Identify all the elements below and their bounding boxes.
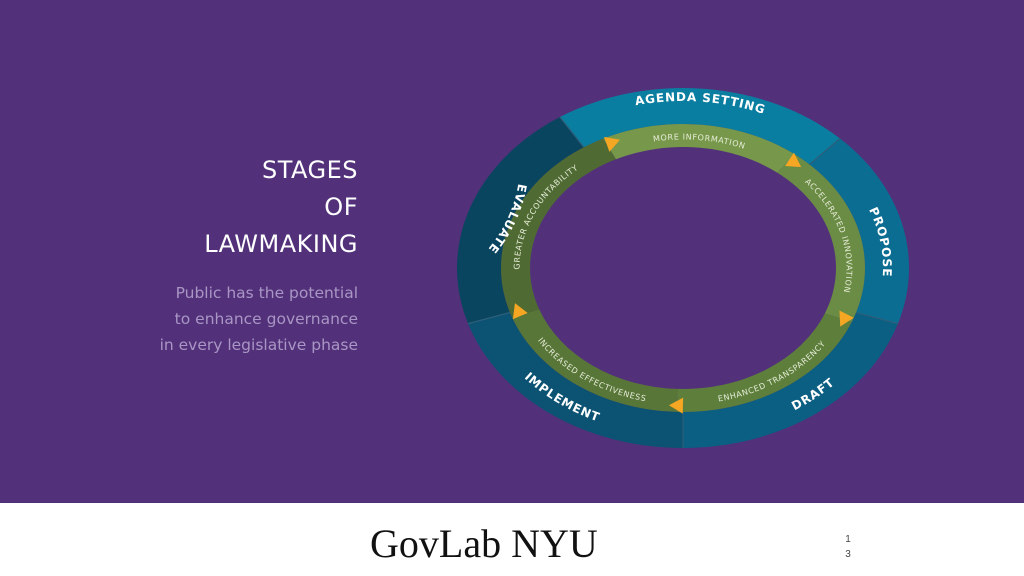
stage-segment-propose xyxy=(809,138,909,324)
subtitle-line-2: to enhance governance xyxy=(174,310,358,328)
stage-segment-agenda-setting xyxy=(559,88,840,165)
stage-divider xyxy=(855,311,899,325)
cycle-arrow-icon xyxy=(785,152,802,168)
subtitle-line-3: in every legislative phase xyxy=(159,336,358,354)
stage-segment-implement xyxy=(468,312,683,448)
lawmaking-cycle-diagram: AGENDA SETTINGPROPOSEDRAFTIMPLEMENTEVALU… xyxy=(457,88,909,448)
title-line-2: OF xyxy=(324,193,358,221)
benefit-segment-increased-effectiveness xyxy=(511,309,678,412)
stage-divider xyxy=(809,138,841,165)
benefit-segment-accelerated-innovation xyxy=(777,154,865,322)
title-line-1: STAGES xyxy=(261,156,358,184)
benefit-segment-greater-accountability xyxy=(501,138,616,318)
cycle-arrow-icon xyxy=(512,303,528,320)
benefit-segment-more-information xyxy=(603,124,796,173)
stage-divider xyxy=(467,311,511,325)
footer-bar xyxy=(0,503,1024,576)
stage-ring xyxy=(457,88,909,448)
cycle-arrow-icon xyxy=(604,136,620,152)
title-line-3: LAWMAKING xyxy=(204,230,358,258)
cycle-arrow-icon xyxy=(668,397,684,414)
slide-area: STAGES OF LAWMAKING Public has the poten… xyxy=(0,0,1024,503)
benefit-segment-enhanced-transparency xyxy=(676,313,852,412)
page-number-line-1: 1 xyxy=(845,534,851,545)
cycle-arrow-icon xyxy=(839,310,854,327)
benefit-ring xyxy=(501,124,865,412)
brand-name: GovLab NYU xyxy=(370,521,598,566)
subtitle-line-1: Public has the potential xyxy=(175,284,358,302)
stage-segment-draft xyxy=(683,312,898,448)
slide-title: STAGES OF LAWMAKING xyxy=(98,152,358,263)
slide-subtitle: Public has the potential to enhance gove… xyxy=(78,280,358,358)
cycle-arrows xyxy=(512,136,854,414)
ring-dividers xyxy=(467,116,899,448)
page-number: 1 3 xyxy=(840,532,856,562)
page-number-line-2: 3 xyxy=(845,549,851,560)
stage-segment-evaluate xyxy=(457,117,584,324)
stage-divider xyxy=(559,116,585,148)
